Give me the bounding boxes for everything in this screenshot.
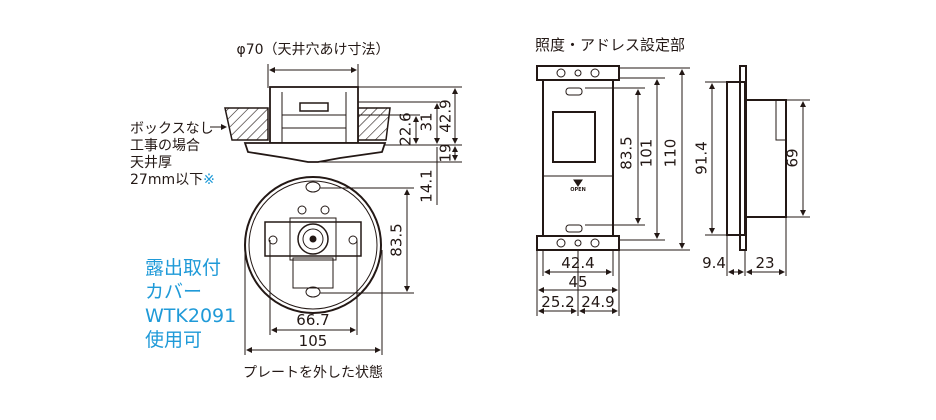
dim-42-9: 42.9 xyxy=(436,99,455,133)
dim-19: 19 xyxy=(436,143,455,163)
dim-105: 105 xyxy=(298,332,328,350)
hole-size-label: φ70（天井穴あけ寸法） xyxy=(236,42,390,58)
dim-66-7: 66.7 xyxy=(296,311,330,329)
dim-14-1: 14.1 xyxy=(417,169,436,203)
dim-31: 31 xyxy=(417,112,436,132)
dim-42-4: 42.4 xyxy=(561,254,595,272)
dim-25-2: 25.2 xyxy=(541,293,575,311)
dim-101: 101 xyxy=(637,138,656,168)
plate-removed-view xyxy=(244,176,414,355)
dim-83-5: 83.5 xyxy=(387,223,406,257)
ceiling-section xyxy=(210,64,462,205)
open-label: OPEN xyxy=(570,187,586,193)
setting-unit-title: 照度・アドレス設定部 xyxy=(535,36,686,54)
cover-note-line: カバー xyxy=(145,281,203,303)
cover-note-line: 使用可 xyxy=(145,329,203,351)
dim-83-5: 83.5 xyxy=(617,136,636,170)
dim-23: 23 xyxy=(755,254,775,272)
note-line: 天井厚 xyxy=(130,155,172,171)
dim-69: 69 xyxy=(783,148,802,168)
side-view xyxy=(705,65,810,276)
note-line: ボックスなし xyxy=(130,121,214,137)
note-line: 工事の場合 xyxy=(130,138,200,154)
dim-9-4: 9.4 xyxy=(702,254,726,272)
note-mark: ※ xyxy=(203,172,215,188)
setting-unit-front xyxy=(536,65,690,316)
cover-note-line: WTK2091 xyxy=(145,305,237,327)
dim-45: 45 xyxy=(568,273,588,291)
dim-91-4: 91.4 xyxy=(692,141,711,175)
dim-110: 110 xyxy=(661,138,680,168)
dim-22-6: 22.6 xyxy=(396,112,415,146)
plate-removed-caption: プレートを外した状態 xyxy=(243,365,383,381)
note-line: 27mm以下 xyxy=(130,172,204,188)
dim-24-9: 24.9 xyxy=(581,293,615,311)
cover-note-line: 露出取付 xyxy=(145,257,222,279)
